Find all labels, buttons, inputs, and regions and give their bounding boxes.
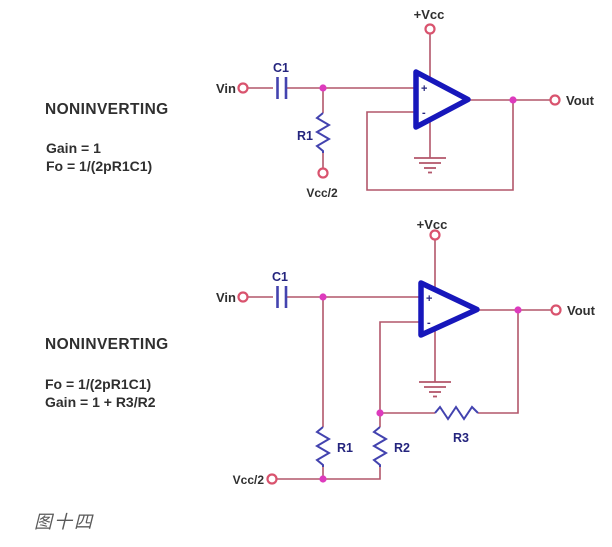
vout-terminal <box>549 94 561 106</box>
wire <box>380 310 519 414</box>
capacitor-icon <box>276 286 288 308</box>
top-fo-formula: Fo = 1/(2pR1C1) <box>46 158 153 174</box>
figure-caption: 图十四 <box>34 512 94 532</box>
junction-dot <box>514 306 522 314</box>
opamp-plus-mark: + <box>421 83 427 95</box>
c1-label: C1 <box>273 61 289 75</box>
junction-dot <box>319 475 327 483</box>
opamp-icon <box>418 280 480 338</box>
vout-label: Vout <box>566 93 595 108</box>
top-gain-formula: Gain = 1 <box>46 140 101 156</box>
vcc-label: +Vcc <box>414 7 445 22</box>
wire <box>277 467 381 480</box>
vin-terminal <box>237 82 249 94</box>
vcc-half-terminal <box>317 167 329 179</box>
junction-dot <box>509 96 517 104</box>
r1-label: R1 <box>337 441 353 455</box>
resistor-icon <box>315 112 331 153</box>
vcc-half-label: Vcc/2 <box>233 473 265 487</box>
opamp-minus-mark: - <box>422 107 426 119</box>
c1-label: C1 <box>272 270 288 284</box>
top-circuit-formulas: Gain = 1 Fo = 1/(2pR1C1) <box>46 139 152 175</box>
resistor-icon <box>372 426 388 467</box>
vin-label: Vin <box>216 81 236 96</box>
vcc-half-terminal <box>266 473 278 485</box>
vin-label: Vin <box>216 290 236 305</box>
junction-dot <box>376 409 384 417</box>
bottom-circuit-heading: NONINVERTING <box>45 336 169 353</box>
bottom-gain-formula: Gain = 1 + R3/R2 <box>45 394 156 410</box>
opamp-minus-mark: - <box>427 317 431 329</box>
top-circuit: + - Vin C1 R1 Vcc/2 +Vcc Vout <box>216 7 595 200</box>
ground-icon <box>419 381 451 398</box>
bottom-circuit-formulas: Fo = 1/(2pR1C1) Gain = 1 + R3/R2 <box>45 375 156 411</box>
bottom-fo-formula: Fo = 1/(2pR1C1) <box>45 376 152 392</box>
vcc-half-label: Vcc/2 <box>306 186 338 200</box>
vout-terminal <box>550 304 562 316</box>
opamp-plus-mark: + <box>426 293 432 305</box>
ground-icon <box>414 157 446 174</box>
vin-terminal <box>237 291 249 303</box>
vcc-label: +Vcc <box>417 217 448 232</box>
capacitor-icon <box>276 77 288 99</box>
junction-dot <box>319 293 327 301</box>
vout-label: Vout <box>567 303 596 318</box>
feedback-wire <box>366 100 514 191</box>
bottom-circuit: + - Vin C1 +Vcc Vout R1 R2 R3 Vcc/2 <box>216 217 596 487</box>
vcc-terminal <box>424 23 436 35</box>
opamp-icon <box>413 69 471 130</box>
wire <box>379 321 423 413</box>
r3-label: R3 <box>453 431 469 445</box>
junction-dot <box>319 84 327 92</box>
resistor-icon <box>315 426 331 467</box>
r2-label: R2 <box>394 441 410 455</box>
top-circuit-heading: NONINVERTING <box>45 101 169 118</box>
resistor-icon <box>434 405 479 421</box>
r1-label: R1 <box>297 129 313 143</box>
vcc-terminal <box>429 229 441 241</box>
